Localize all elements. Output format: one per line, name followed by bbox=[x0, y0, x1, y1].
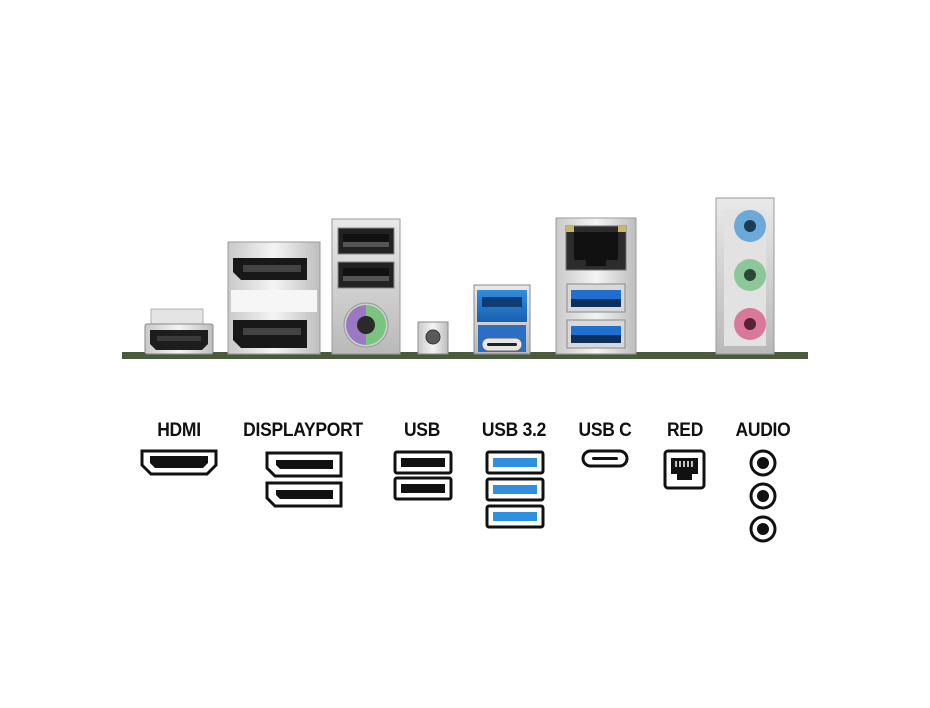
audio-jack-stack bbox=[715, 197, 775, 355]
label-audio: AUDIO bbox=[735, 420, 791, 441]
usb-a-icon bbox=[393, 450, 453, 475]
usb-3-icon bbox=[485, 504, 545, 529]
label-usb32: USB 3.2 bbox=[481, 420, 547, 441]
label-hdmi: HDMI bbox=[157, 420, 201, 441]
ethernet-rj45-icon bbox=[663, 449, 706, 490]
usb-a-icon bbox=[393, 476, 453, 501]
usb-3-icon bbox=[485, 450, 545, 475]
audio-jack-icon bbox=[749, 515, 777, 543]
audio-jack-icon bbox=[749, 449, 777, 477]
hdmi-port-icon bbox=[140, 449, 218, 476]
pcb-board bbox=[122, 352, 808, 359]
usb-3-icon bbox=[485, 477, 545, 502]
label-usbc: USB C bbox=[578, 420, 632, 441]
label-usb: USB bbox=[403, 420, 441, 441]
usb-c-icon bbox=[581, 449, 629, 468]
motherboard-rear-io bbox=[122, 197, 808, 359]
usb-c-stack bbox=[473, 284, 531, 355]
displayport-ports bbox=[227, 241, 321, 355]
label-displayport: DISPLAYPORT bbox=[243, 420, 363, 441]
lan-usb-stack bbox=[555, 217, 637, 355]
hdmi-port bbox=[144, 308, 214, 355]
displayport-icon bbox=[265, 451, 343, 478]
usb-ps2-stack bbox=[331, 218, 401, 355]
displayport-icon bbox=[265, 481, 343, 508]
audio-jack-icon bbox=[749, 482, 777, 510]
bios-button bbox=[417, 321, 449, 355]
label-red: RED bbox=[666, 420, 704, 441]
